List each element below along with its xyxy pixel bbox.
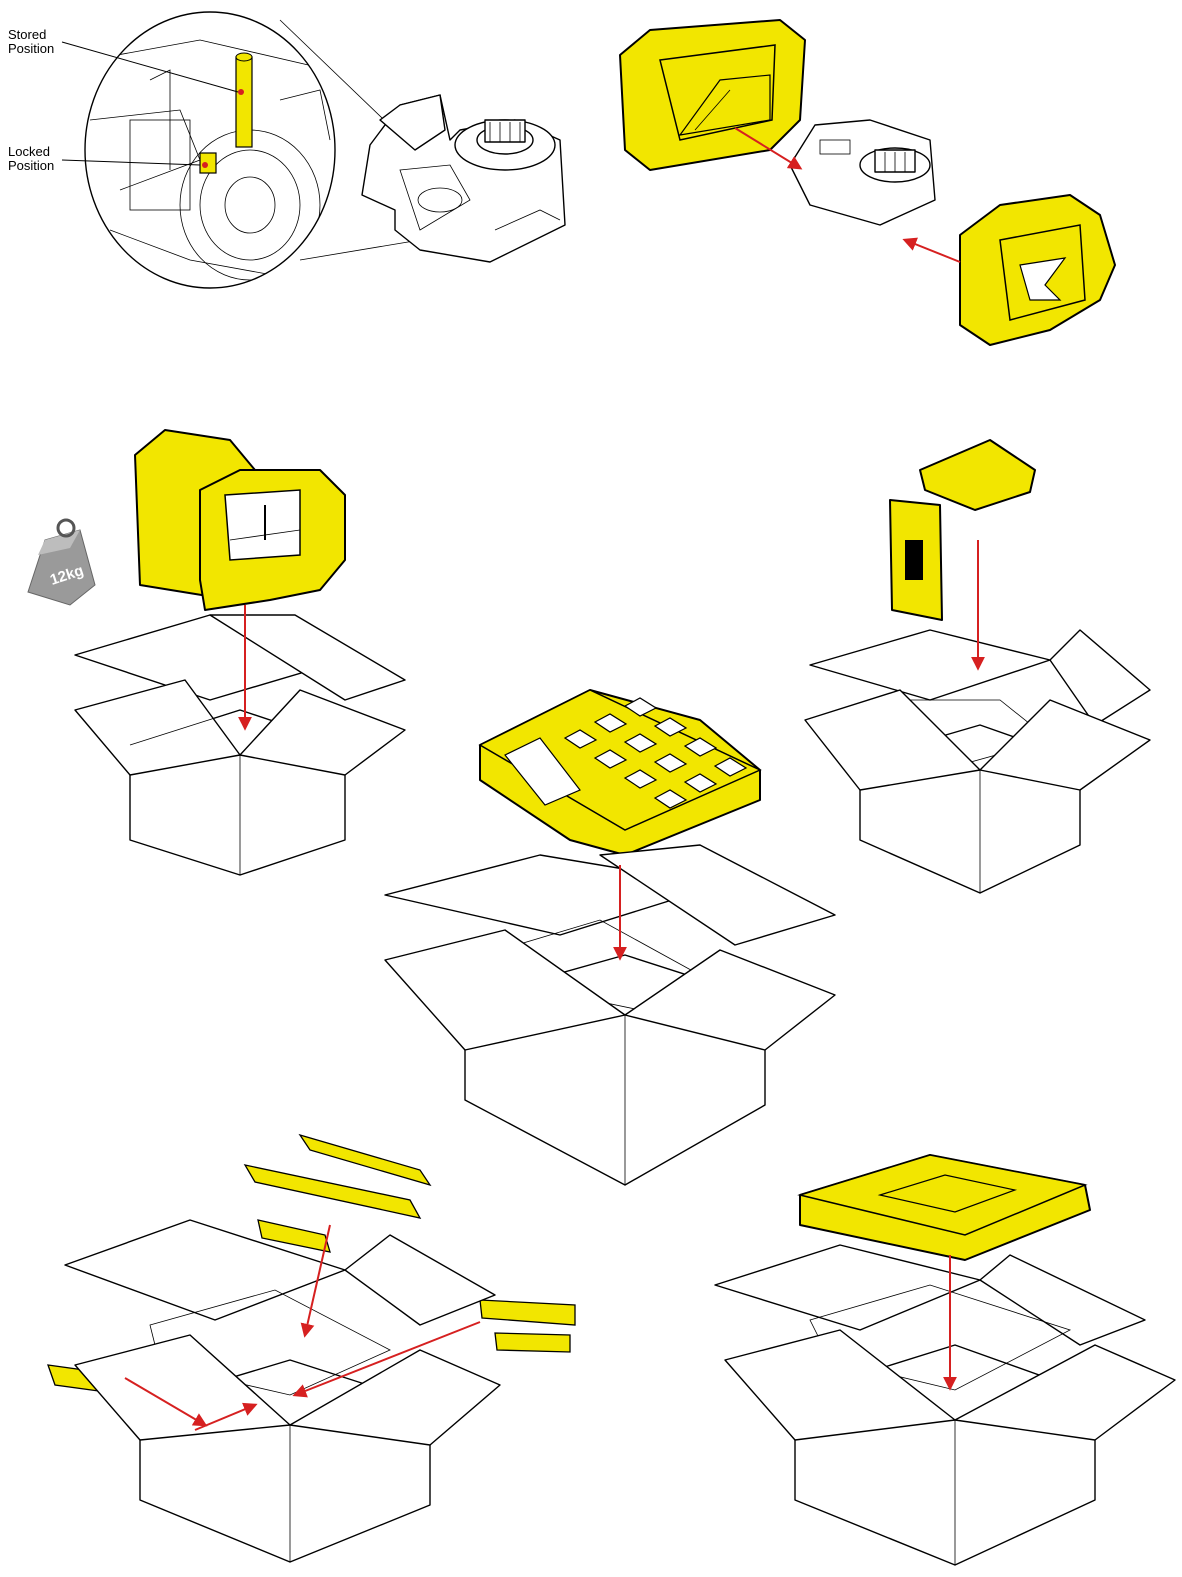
cardboard-box-icon xyxy=(75,615,405,875)
foam-lid-icon xyxy=(800,1155,1090,1260)
instrument-small-icon xyxy=(790,120,935,225)
foam-end-right-icon xyxy=(960,195,1115,345)
cardboard-box-icon xyxy=(715,1245,1175,1565)
weight-icon: 12kg xyxy=(28,520,95,605)
packed-instrument-foam-icon xyxy=(135,430,345,610)
arrow-icon xyxy=(905,240,960,262)
transport-lock-detail-icon xyxy=(62,12,420,288)
foam-cap-icon xyxy=(890,440,1035,620)
cardboard-box-icon xyxy=(385,845,835,1185)
cardboard-box-icon xyxy=(65,1220,500,1562)
foam-end-left-icon xyxy=(620,20,805,170)
cardboard-box-icon xyxy=(805,630,1150,893)
foam-tray-icon xyxy=(480,690,760,855)
instrument-icon xyxy=(362,95,565,262)
